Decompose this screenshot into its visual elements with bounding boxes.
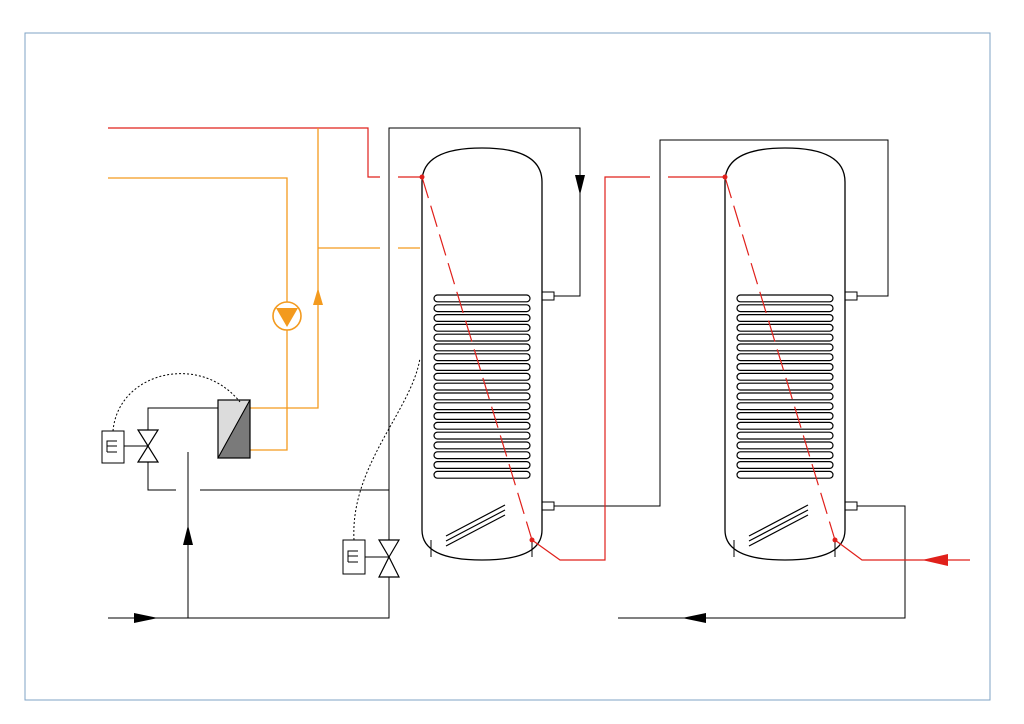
coil-winding xyxy=(433,412,531,421)
coil-winding xyxy=(736,333,834,342)
coil-winding xyxy=(736,402,834,411)
motor-actuator-icon xyxy=(342,539,366,575)
coil-winding xyxy=(736,412,834,421)
coil-winding xyxy=(736,304,834,313)
coil-winding xyxy=(736,372,834,381)
coil-winding xyxy=(433,382,531,391)
sensor-signal-line xyxy=(353,357,421,541)
coil-winding xyxy=(433,314,531,323)
two-way-valve-icon xyxy=(377,539,401,559)
coil-winding xyxy=(433,451,531,460)
coil-winding xyxy=(433,372,531,381)
pump-1[interactable] xyxy=(272,301,302,331)
drawing-frame xyxy=(24,32,991,701)
flow-arrow-icon xyxy=(313,288,323,305)
coil-winding xyxy=(433,402,531,411)
motor-actuator-icon xyxy=(101,430,125,464)
coil-winding xyxy=(433,323,531,332)
tank-shell xyxy=(724,147,846,561)
heating-coil-icon xyxy=(433,294,531,547)
valve-1[interactable] xyxy=(124,429,160,463)
flow-arrow-icon xyxy=(922,554,948,566)
coil-winding xyxy=(433,353,531,362)
actuator-2[interactable] xyxy=(342,539,366,575)
heating-circuit-piping xyxy=(108,128,420,451)
coil-lower-winding xyxy=(445,514,506,547)
coil-winding xyxy=(433,343,531,352)
pump-direction-icon xyxy=(276,308,298,327)
coil-winding xyxy=(433,421,531,430)
coil-lower-winding xyxy=(748,509,809,542)
coil-lower-winding xyxy=(445,509,506,542)
coil-winding xyxy=(736,431,834,440)
storage-tank-1[interactable] xyxy=(421,147,543,561)
hot-water-nodes xyxy=(419,174,838,543)
coil-winding xyxy=(736,470,834,479)
coil-lower-winding xyxy=(748,514,809,547)
two-way-valve-icon xyxy=(136,429,160,448)
actuator-1[interactable] xyxy=(101,430,125,464)
storage-tank-2[interactable] xyxy=(724,147,846,561)
flow-arrow-icon xyxy=(134,175,706,623)
coil-winding xyxy=(736,441,834,450)
coil-winding xyxy=(736,343,834,352)
coil-lower-winding xyxy=(748,504,809,537)
hot-water-piping xyxy=(108,127,970,561)
return-piping xyxy=(108,127,906,619)
coil-winding xyxy=(433,431,531,440)
coil-winding xyxy=(433,294,531,303)
coil-winding xyxy=(736,392,834,401)
valve-2[interactable] xyxy=(365,539,401,578)
coil-winding xyxy=(736,451,834,460)
coil-winding xyxy=(433,363,531,372)
heating-coil-icon xyxy=(736,294,834,547)
coil-winding xyxy=(736,314,834,323)
coil-winding xyxy=(736,363,834,372)
coil-winding xyxy=(433,304,531,313)
coil-winding xyxy=(433,441,531,450)
heat-exchanger-1[interactable] xyxy=(217,399,251,459)
coil-winding xyxy=(433,392,531,401)
coil-winding xyxy=(736,323,834,332)
coil-lower-winding xyxy=(445,504,506,537)
coil-winding xyxy=(433,333,531,342)
coil-winding xyxy=(736,353,834,362)
coil-winding xyxy=(433,470,531,479)
control-signal-line xyxy=(112,373,241,432)
coil-winding xyxy=(736,382,834,391)
tank-shell xyxy=(421,147,543,561)
coil-winding xyxy=(433,461,531,470)
coil-winding xyxy=(736,294,834,303)
coil-winding xyxy=(736,461,834,470)
coil-winding xyxy=(736,421,834,430)
